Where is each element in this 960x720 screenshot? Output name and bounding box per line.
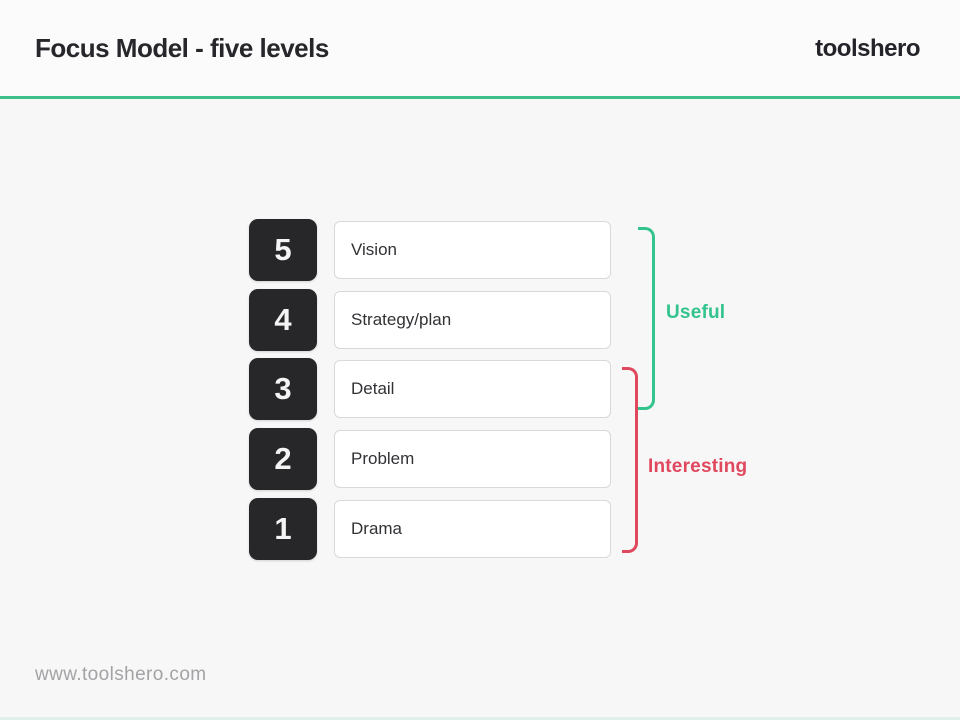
level-label-problem: Problem: [334, 430, 611, 488]
interesting-bracket: [622, 367, 638, 553]
level-number-3: 3: [249, 358, 317, 420]
brand-logo: toolshero: [815, 35, 920, 62]
level-label-drama: Drama: [334, 500, 611, 558]
level-number-5: 5: [249, 219, 317, 281]
useful-bracket: [638, 227, 655, 410]
level-number-4: 4: [249, 289, 317, 351]
level-label-vision: Vision: [334, 221, 611, 279]
page-title: Focus Model - five levels: [35, 33, 329, 63]
interesting-label: Interesting: [648, 456, 748, 477]
website-url: www.toolshero.com: [35, 664, 207, 685]
useful-label: Useful: [666, 302, 726, 323]
level-label-detail: Detail: [334, 360, 611, 418]
level-label-strategy-plan: Strategy/plan: [334, 291, 611, 349]
header-bar: Focus Model - five levels toolshero: [0, 0, 960, 99]
level-number-2: 2: [249, 428, 317, 490]
bottom-accent-line: [0, 717, 960, 720]
level-number-1: 1: [249, 498, 317, 560]
